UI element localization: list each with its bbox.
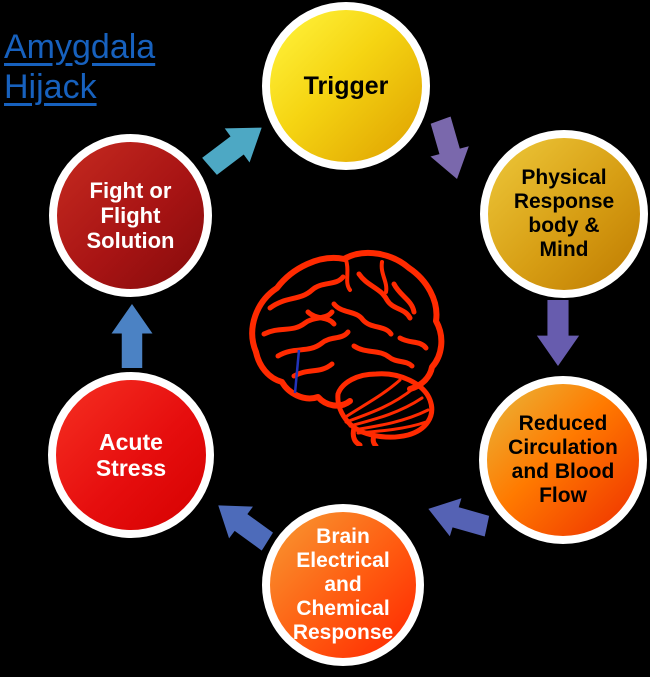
arrow-down-left-icon bbox=[422, 487, 495, 549]
brain-icon bbox=[242, 246, 448, 449]
arrow-up-right-icon bbox=[194, 108, 276, 186]
arrow-down-icon bbox=[534, 300, 582, 366]
arrow-down-right-icon bbox=[419, 113, 479, 185]
node-fight-or-flight: Fight or Flight Solution bbox=[49, 134, 212, 297]
node-physical-response: Physical Response body & Mind bbox=[480, 130, 648, 298]
node-brain-electrical: Brain Electrical and Chemical Response bbox=[262, 504, 424, 666]
node-acute-stress-label: Acute Stress bbox=[95, 428, 167, 481]
node-acute-stress: Acute Stress bbox=[48, 372, 214, 538]
node-trigger: Trigger bbox=[262, 2, 430, 170]
arrow-up-left-icon bbox=[204, 487, 281, 561]
arrow-up-icon bbox=[108, 304, 156, 368]
node-reduced-circulation: Reduced Circulation and Blood Flow bbox=[479, 376, 647, 544]
node-brain-electrical-label: Brain Electrical and Chemical Response bbox=[292, 525, 394, 644]
amygdala-pointer-line bbox=[293, 349, 301, 394]
title-link[interactable]: Amygdala Hijack bbox=[4, 28, 156, 106]
node-reduced-circulation-label: Reduced Circulation and Blood Flow bbox=[508, 412, 618, 507]
node-physical-response-label: Physical Response body & Mind bbox=[513, 166, 615, 261]
node-trigger-label: Trigger bbox=[303, 71, 389, 100]
node-fight-or-flight-label: Fight or Flight Solution bbox=[86, 177, 175, 254]
